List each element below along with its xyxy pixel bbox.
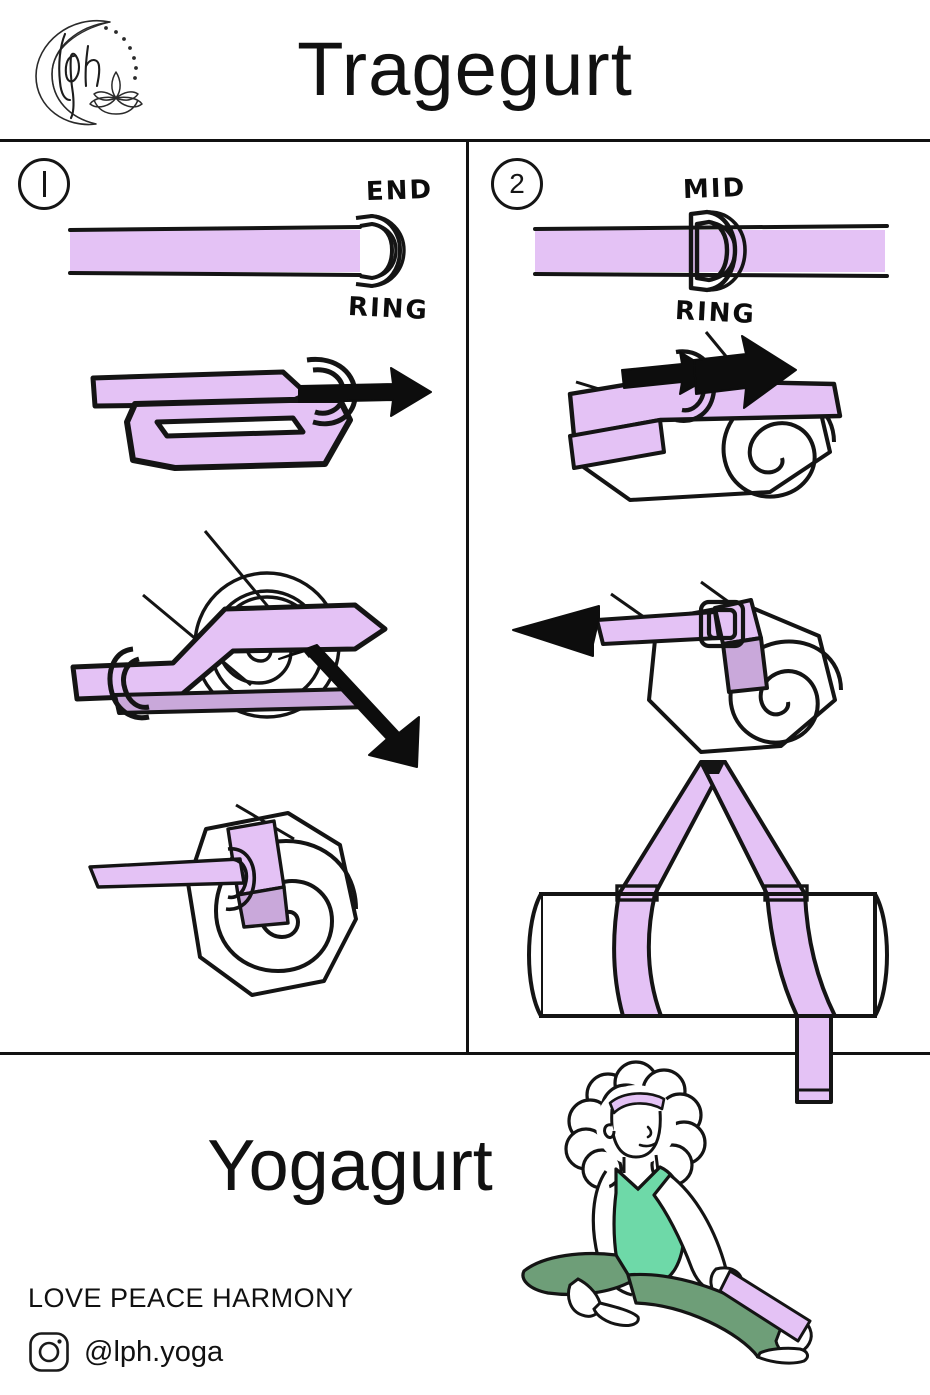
footer-title: Yogagurt [207,1126,493,1206]
instagram-icon[interactable] [28,1331,70,1373]
page-title: Tragegurt [297,27,633,112]
panel-finished-carry-sling [519,752,919,1104]
step-number-badge-1 [18,158,70,210]
panel-pull-strap-tight [489,580,909,772]
panel-strap-with-end-rings: END RING [60,175,460,332]
step-column-2: 2 MID RING [469,142,930,1104]
tagline: LOVE PEACE HARMONY [28,1283,354,1313]
panel-strap-with-mid-rings: MID RING [519,173,919,332]
panel-wrap-around-rolled-mat [55,517,455,768]
step-number-badge-2: 2 [491,158,543,210]
divider-top [0,139,930,142]
label-ring-2: RING [674,295,757,331]
lph-moon-lotus-logo [18,8,158,132]
step-number-2-glyph: 2 [509,168,525,199]
label-end: END [365,174,434,208]
panel-thread-second-end-through-rings [534,331,924,522]
divider-bottom [0,1052,930,1055]
step-number-1-glyph [42,171,46,197]
panel-secured-rolled-mat [88,787,408,1017]
poster-footer: Yogagurt LOVE PEACE HARMONY @lph.yoga [0,1055,930,1395]
poster-header: Tragegurt [0,0,930,140]
yoga-figure-illustration [520,1060,930,1395]
divider-vertical [466,142,469,1052]
panel-thread-strap-through-rings [75,342,455,502]
step-column-1: END RING [0,142,466,1052]
instruction-steps: END RING [0,142,930,1104]
social-handle-row[interactable]: @lph.yoga [28,1331,223,1373]
label-mid: MID [682,172,747,206]
label-ring-1: RING [347,291,430,327]
instagram-handle[interactable]: @lph.yoga [84,1335,224,1368]
